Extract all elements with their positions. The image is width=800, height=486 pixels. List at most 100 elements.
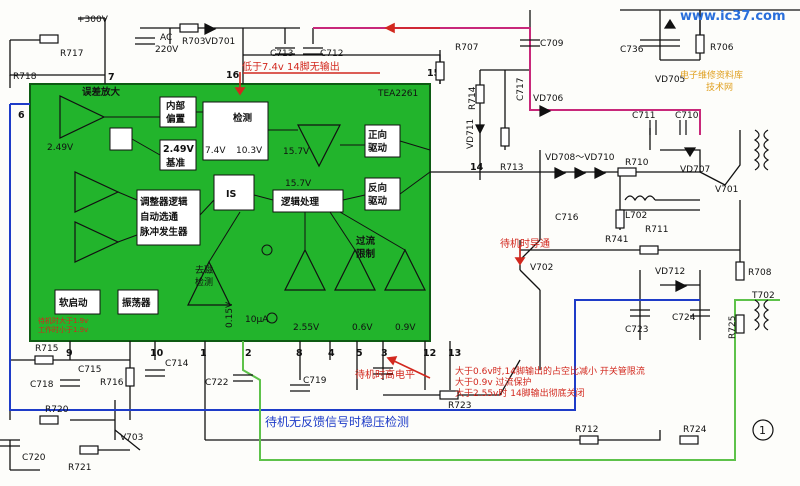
lbl-c709: C709 — [540, 39, 564, 49]
lbl-r712: R712 — [575, 425, 598, 435]
error-amp-symbol — [59, 95, 106, 139]
is-label: IS — [226, 189, 237, 200]
vd712-symbol — [675, 280, 688, 292]
overcurrent-l2: 限制 — [356, 248, 376, 260]
annotation-low74: 低于7.4v 14脚无输出 — [242, 60, 340, 73]
section-circle — [752, 419, 774, 441]
annotation-over06: 大于0.6v时,14脚输出的占空比减小 开关管限流 — [455, 365, 645, 377]
lbl-c723: C723 — [625, 325, 648, 335]
vd710-symbol — [594, 167, 607, 179]
vd701-symbol — [204, 23, 217, 35]
annotation-standby-high: 待机时高电平 — [355, 368, 415, 381]
modulator-l2: 自动选通 — [140, 211, 179, 223]
lbl-t702: T702 — [751, 291, 775, 301]
annotations: 低于7.4v 14脚无输出 待机时导通 待机时高电平 大于0.6v时,14脚输出… — [38, 60, 766, 437]
error-amp-label: 误差放大 — [82, 86, 121, 98]
neg-drive-l1: 反向 — [368, 182, 387, 194]
comparator-255 — [284, 248, 326, 291]
lbl-r721: R721 — [68, 463, 91, 473]
detect-block — [202, 101, 269, 161]
r723-body — [439, 390, 459, 400]
comparator-upper — [297, 124, 341, 168]
component-symbols — [0, 18, 774, 455]
error-amp-box — [109, 127, 133, 151]
comparator-09 — [384, 248, 426, 291]
comparator-06 — [334, 248, 376, 291]
lbl-c736: C736 — [620, 45, 644, 55]
demag-l2: 检测 — [195, 276, 213, 288]
annotation-over09: 大于0.9v 过流保护 — [455, 376, 532, 388]
current-source-2 — [266, 312, 278, 324]
annotation-no-feedback: 待机无反馈信号时稳压检测 — [265, 414, 409, 429]
lbl-v702: V702 — [530, 263, 553, 273]
demag-l1: 去磁 — [195, 264, 213, 276]
pin-8: 8 — [296, 348, 303, 359]
lbl-r706: R706 — [710, 43, 734, 53]
watermark-sub1: 电子维修资料库 — [680, 69, 743, 81]
annotation-circle-num: 1 — [759, 424, 766, 437]
vd705-symbol — [663, 18, 677, 29]
supply-ac: AC — [160, 33, 172, 43]
lbl-vd712: VD712 — [655, 267, 685, 277]
component-labels: R717 R718 R703 VD701 C713 C712 R707 C709… — [13, 37, 775, 473]
modulator-l1: 调整器逻辑 — [140, 196, 188, 208]
internal-bias-l2: 偏置 — [166, 113, 186, 125]
is-block — [213, 174, 255, 211]
lbl-r703: R703 — [182, 37, 205, 47]
pin-14: 14 — [470, 162, 484, 173]
comparator-left-1 — [74, 171, 120, 213]
transformer-coil-2 — [763, 129, 770, 171]
lbl-c712: C712 — [320, 49, 343, 59]
soft-start-block — [54, 289, 101, 315]
vd711-symbol — [475, 124, 485, 135]
reference-l2: 基准 — [165, 157, 186, 169]
r717-body — [39, 34, 59, 44]
pos-drive-l2: 驱动 — [368, 143, 388, 154]
vd708-symbol — [554, 167, 567, 179]
lbl-c719: C719 — [303, 376, 327, 386]
lbl-r717: R717 — [60, 49, 83, 59]
v157-top: 15.7V — [283, 147, 310, 157]
lbl-vd701: VD701 — [205, 37, 235, 47]
supply-300v: +300V — [77, 15, 109, 25]
r716-body — [125, 367, 135, 387]
pin-numbers: 7 6 16 15 14 9 10 1 2 8 4 5 3 12 13 — [18, 68, 484, 359]
t702-coil-2 — [763, 299, 770, 331]
pin-6: 6 — [18, 110, 25, 121]
annotation-softstart-1: 待机时大于1.9v — [38, 316, 88, 325]
colored-wires — [9, 27, 780, 461]
vd709-symbol — [574, 167, 587, 179]
r721-body — [79, 445, 99, 455]
transformer-coil-1 — [753, 129, 760, 171]
lbl-r711: R711 — [645, 225, 668, 235]
lbl-c713: C713 — [270, 49, 293, 59]
detect-label: 检测 — [233, 112, 253, 124]
r710-body — [617, 167, 637, 177]
vd706-symbol — [539, 105, 552, 117]
annotation-standby-on: 待机时导通 — [500, 237, 550, 250]
modulator-l3: 脉冲发生器 — [139, 226, 188, 238]
current-source-1 — [261, 244, 273, 256]
r724-body — [679, 435, 699, 445]
annotation-arrows — [234, 22, 526, 379]
pos-drive-l1: 正向 — [368, 129, 387, 141]
supply-220v: 220V — [155, 45, 179, 55]
pin-16: 16 — [226, 70, 240, 81]
r725-body — [735, 314, 745, 334]
lbl-c717: C717 — [516, 78, 526, 101]
chip-name: TEA2261 — [377, 89, 418, 99]
pin-9: 9 — [66, 348, 73, 359]
r741-body — [639, 245, 659, 255]
comparator-left-2 — [74, 221, 120, 263]
lbl-r710: R710 — [625, 158, 649, 168]
lbl-c716: C716 — [555, 213, 579, 223]
magenta-feed-wire — [313, 27, 701, 135]
internal-bias-block — [159, 96, 197, 128]
lbl-vd708-710: VD708～VD710 — [545, 153, 615, 163]
watermark-site: www.ic37.com — [680, 9, 786, 24]
neg-drive-l2: 驱动 — [368, 196, 388, 207]
overcurrent-l1: 过流 — [356, 235, 376, 247]
lbl-r724: R724 — [683, 425, 707, 435]
